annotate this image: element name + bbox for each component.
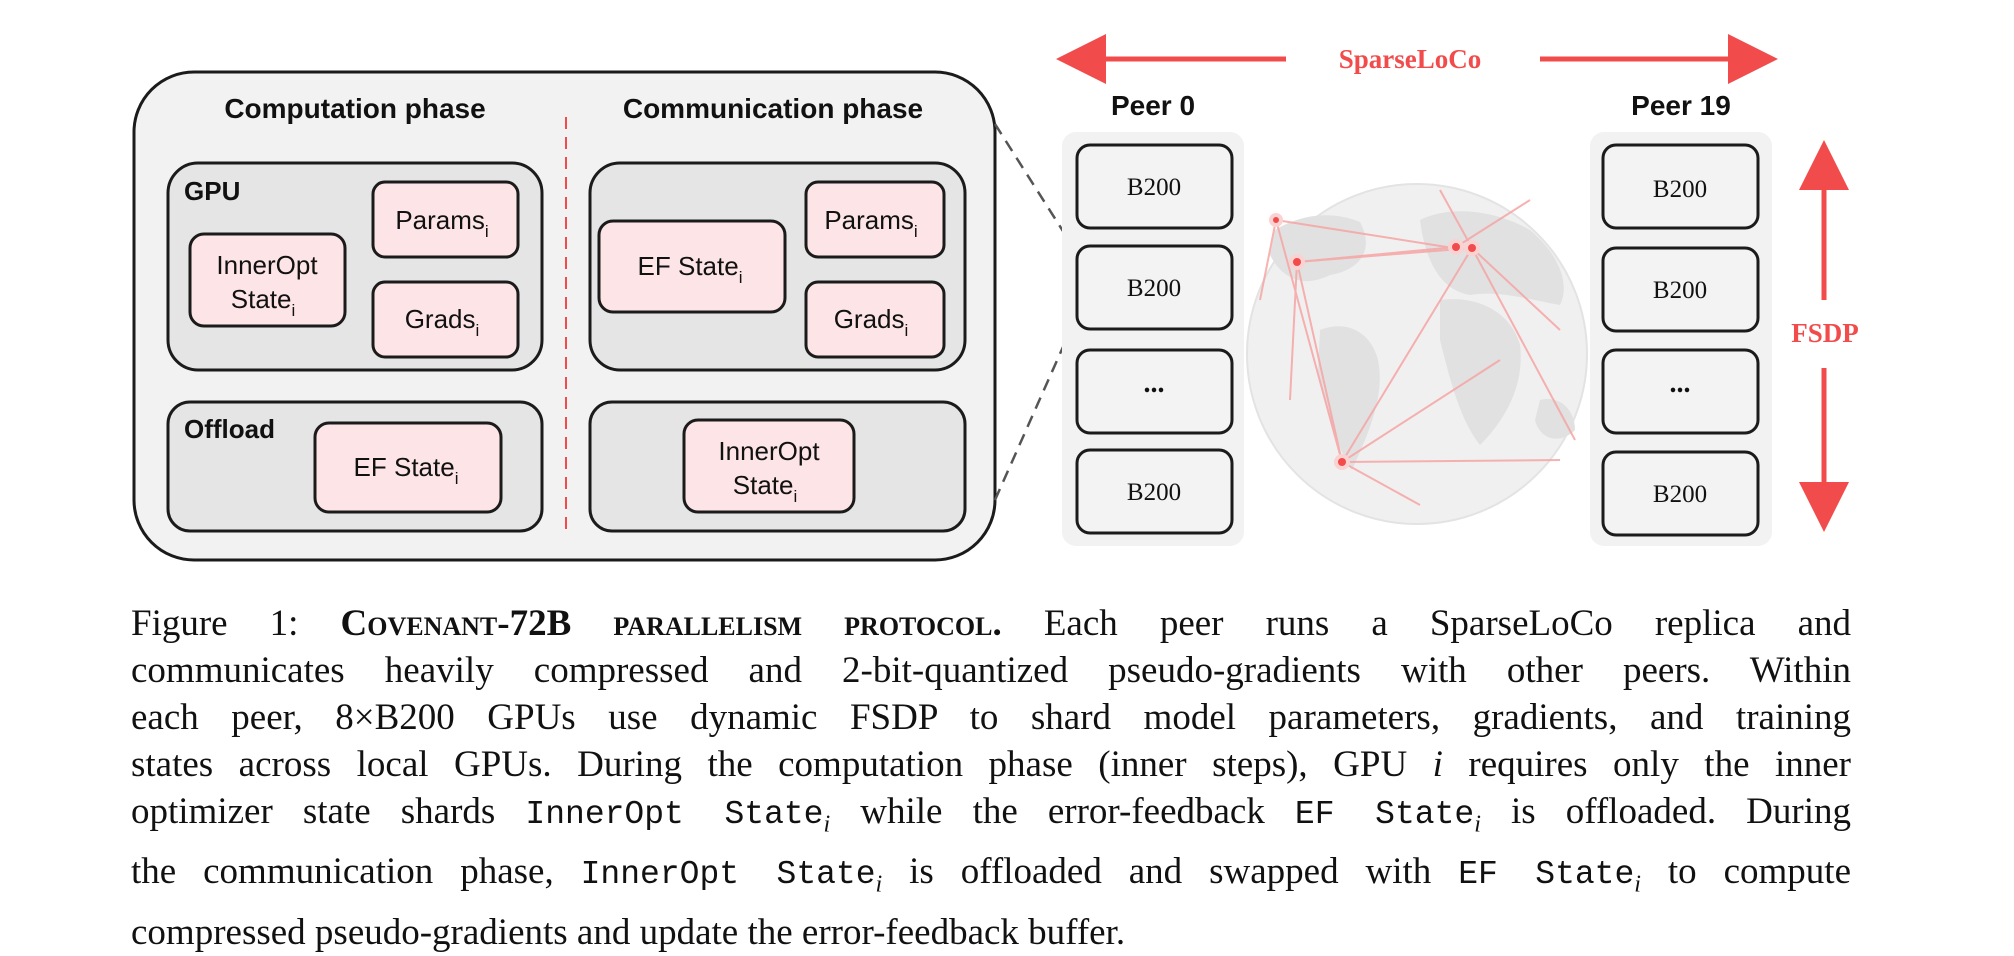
comm-grads-box [804,280,946,359]
peer-19-gpus: B200 B200 ... B200 [1601,143,1760,537]
caption-innerOpt-sub: i [823,811,831,838]
caption-line-6-c: to compute [1640,851,1851,893]
grads-text: Grads [405,304,476,334]
params-text: Params [395,205,485,235]
caption-line-1-rest: Each peer runs a SparseLoCo replica and [1001,603,1851,644]
peer-19-gpu-last [1601,450,1760,537]
grads-subscript: i [476,321,480,340]
caption-title: Covenant-72B parallelism protocol. [340,603,1002,644]
peer-19-gpu-1 [1601,143,1760,230]
offload-label: Offload [184,414,275,444]
comm-grads-subscript: i [905,321,909,340]
caption-line-4-a: states across local GPUs. During the com… [131,744,1433,785]
figure-caption: Figure 1: Covenant-72B parallelism proto… [131,600,1851,956]
peer-0-gpu-2-label: B200 [1127,275,1181,302]
innerOpt-label: InnerOpt [216,250,318,280]
grads-label: Gradsi [405,304,480,340]
caption-innerOpt-code-2: InnerOpt State [580,856,876,894]
peer-0-gpu-last [1075,448,1234,535]
params-label: Paramsi [395,205,488,241]
comm-innerOpt-box [682,418,856,514]
caption-ef-sub-2: i [1634,871,1641,898]
ef-state-text: EF State [354,452,455,482]
caption-figure-label: Figure 1: [131,603,341,644]
caption-line-5-a: optimizer state shards [131,791,526,832]
peer-0-ellipsis-label: ... [1144,368,1165,399]
caption-line-3: each peer, 8×B200 GPUs use dynamic FSDP … [131,697,1851,738]
peer-0-gpus: B200 B200 ... B200 [1075,143,1234,535]
params-box [371,180,520,259]
peer-19-title: Peer 19 [1631,90,1731,121]
state-text: State [231,284,292,314]
caption-line-6-b: is offloaded and swapped with [882,851,1459,893]
comm-grads-label: Gradsi [834,304,909,340]
caption-line-5-c: is offloaded. During [1480,791,1851,832]
comm-state-subscript: i [793,487,797,506]
peer-0-gpu-1 [1075,143,1234,230]
ef-state-offload-box [313,421,503,514]
zoom-line-top [993,123,1077,251]
caption-line-1: Figure 1: Covenant-72B parallelism proto… [131,600,1851,647]
peer-19-column [1590,132,1772,546]
caption-line-6-a: the communication phase, [131,851,581,893]
computation-phase-title: Computation phase [224,93,485,124]
peer-19-ellipsis-label: ... [1670,368,1691,399]
peer-0-title: Peer 0 [1111,90,1195,121]
caption-line-6: the communication phase, InnerOpt Statei… [131,848,1851,908]
peer-19-gpu-last-label: B200 [1653,481,1707,508]
fsdp-label: FSDP [1791,318,1859,348]
peer-0-gpu-ellipsis [1075,348,1234,435]
ef-state-subscript: i [455,469,459,488]
caption-ef-code-2: EF State [1458,856,1635,894]
comm-grads-text: Grads [834,304,905,334]
comm-innerOpt-state-label: Statei [733,470,798,506]
caption-line-7: compressed pseudo-gradients and update t… [131,911,1126,953]
peer-19-gpu-1-label: B200 [1653,176,1707,203]
sparseloco-label: SparseLoCo [1339,44,1482,74]
caption-line-5-b: while the error-feedback [830,791,1295,832]
comm-params-box [804,180,946,259]
zoom-line-bottom [993,319,1077,501]
peer-19-gpu-2-label: B200 [1653,277,1707,304]
comm-ef-state-subscript: i [739,268,743,287]
caption-line-4-b: requires only the inner [1442,744,1851,785]
peer-0-gpu-last-label: B200 [1127,479,1181,506]
caption-innerOpt-code: InnerOpt State [525,796,824,833]
peer-0-gpu-1-label: B200 [1127,174,1181,201]
caption-line-2: communicates heavily compressed and 2-bi… [131,650,1851,691]
world-globe [1246,183,1588,525]
comm-params-subscript: i [914,222,918,241]
comm-ef-state-box [597,219,787,314]
communication-phase-title: Communication phase [623,93,923,124]
caption-line-4: states across local GPUs. During the com… [131,741,1851,788]
caption-ef-sub: i [1474,811,1481,838]
comm-ef-state-label: EF Statei [638,251,743,287]
innerOpt-state-label: Statei [231,284,296,320]
comm-ef-state-text: EF State [638,251,739,281]
ef-state-offload-label: EF Statei [354,452,459,488]
peer-0-column [1062,132,1244,546]
caption-ef-code: EF State [1294,796,1475,833]
peer-0-gpu-2 [1075,244,1234,331]
caption-line-5: optimizer state shards InnerOpt Statei w… [131,788,1851,848]
peer-19-gpu-2 [1601,246,1760,333]
state-subscript: i [291,301,295,320]
grads-box [371,280,520,359]
peer-19-gpu-ellipsis [1601,348,1760,435]
gpu-label: GPU [184,176,240,206]
comm-params-text: Params [824,205,914,235]
caption-gpu-i: i [1432,744,1443,785]
innerOpt-state-box [188,232,347,328]
caption-innerOpt-sub-2: i [875,871,883,898]
comm-state-text: State [733,470,794,500]
params-subscript: i [485,222,489,241]
comm-innerOpt-label: InnerOpt [718,436,820,466]
comm-params-label: Paramsi [824,205,917,241]
